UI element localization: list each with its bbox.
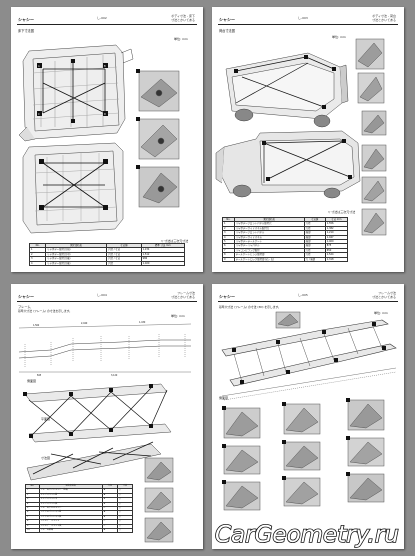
cell: 1,020 <box>140 260 186 267</box>
cell: フレーム後端 <box>38 527 103 534</box>
svg-text:C: C <box>38 113 40 116</box>
svg-text:845: 845 <box>37 374 42 377</box>
header-page-code: し-002 <box>97 16 107 20</box>
cell: A <box>101 527 118 534</box>
manual-page-frame-3d: シャシー し-005 フレーム寸法 寸法とかいてある 基準穴寸法 (フレーム) … <box>212 284 404 549</box>
cargeometry-watermark: CarGeometry.ru <box>214 521 399 549</box>
header-title-line-1: ボディ寸法 - 荷台 <box>372 14 396 18</box>
truck-bed-drawing <box>215 38 387 236</box>
unit-label: 単位: mm <box>171 314 185 318</box>
section-title: フレーム <box>18 305 31 309</box>
header-rule <box>17 24 197 25</box>
header-section: シャシー <box>18 294 34 299</box>
header-title: ボディ寸法 - 荷台 寸法とかいてある <box>372 14 396 22</box>
cell: 4 <box>28 260 47 267</box>
header-title-line-1: ボディ寸法 - 床下 <box>171 14 195 18</box>
header-rule <box>17 301 197 302</box>
label-side-view: 側面図 <box>219 396 229 400</box>
unit-label: 単位: mm <box>174 37 188 41</box>
watermark-text: CarGeometry.ru <box>215 522 399 548</box>
cell: 1,318 <box>324 256 349 262</box>
header-title-line-2: 寸法とかいてある <box>171 18 195 22</box>
manual-page-underbody: シャシー し-002 ボディ寸法 - 床下 寸法とかいてある 床下寸法図 単位:… <box>11 7 203 272</box>
frame-3d-drawing <box>221 311 397 511</box>
header-title: フレーム寸法 寸法とかいてある <box>171 291 195 299</box>
unit-label: 単位: mm <box>332 35 346 39</box>
manual-page-frame: シャシー し-004 フレーム寸法 寸法とかいてある フレーム 基準穴寸法 (フ… <box>11 284 203 549</box>
cell: 穴径 <box>106 260 142 267</box>
header-title-line-2: 寸法とかいてある <box>372 295 396 299</box>
header-section: シャシー <box>219 17 235 22</box>
svg-text:D: D <box>104 113 106 116</box>
header-section: シャシー <box>18 17 34 22</box>
svg-text:2,040: 2,040 <box>81 322 88 325</box>
cell: リヤボデー取付穴(後) <box>45 260 108 267</box>
cell: 10 <box>25 527 40 534</box>
header-page-code: し-005 <box>298 293 308 297</box>
header-title: フレーム寸法 寸法とかいてある <box>372 291 396 299</box>
label-plan-view: 平面図 <box>41 417 51 421</box>
svg-text:1,430: 1,430 <box>139 321 146 324</box>
section-title: 基準穴寸法 (フレーム) の寸法 (3D) を示します。 <box>219 305 281 309</box>
manual-page-truck-bed: シャシー し-003 ボディ寸法 - 荷台 寸法とかいてある 荷台寸法図 単位:… <box>212 7 404 272</box>
section-title: 荷台寸法図 <box>219 29 235 33</box>
header-title-line-2: 寸法とかいてある <box>372 18 396 22</box>
svg-text:3,120: 3,120 <box>111 374 118 377</box>
header-rule <box>218 24 398 25</box>
section-subtitle: 基準穴寸法 (フレーム) の寸法を示します。 <box>18 309 72 313</box>
cell: テールゲートロック取付部 (右・左) <box>233 256 305 262</box>
header-page-code: し-003 <box>298 16 308 20</box>
section-title: 床下寸法図 <box>18 29 34 33</box>
note-3d: ▽ 寸法は三次元寸法 <box>161 239 189 243</box>
frame-drawing: 1,562 2,040 1,430 845 3,120 <box>18 321 192 543</box>
label-side-view: 側面図 <box>27 379 37 383</box>
cell: ○ <box>116 527 134 534</box>
header-section: シャシー <box>219 294 235 299</box>
note-3d: ▽ 寸法は三次元寸法 <box>328 210 356 214</box>
header-title-line-2: 寸法とかいてある <box>171 295 195 299</box>
header-page-code: し-004 <box>97 293 107 297</box>
header-rule <box>218 301 398 302</box>
svg-text:1,562: 1,562 <box>33 324 40 327</box>
svg-text:B: B <box>104 65 106 68</box>
cell: 穴 / 端部 <box>303 256 326 262</box>
underbody-drawing: A B C D <box>18 44 180 234</box>
header-title-line-1: フレーム寸法 <box>378 291 396 295</box>
label-cross-view: 寸法図 <box>41 456 51 460</box>
header-title: ボディ寸法 - 床下 寸法とかいてある <box>171 14 195 22</box>
cell: 9 <box>222 256 235 262</box>
header-title-line-1: フレーム寸法 <box>177 291 195 295</box>
unit-label: 単位: mm <box>374 311 388 315</box>
svg-text:A: A <box>38 65 40 68</box>
